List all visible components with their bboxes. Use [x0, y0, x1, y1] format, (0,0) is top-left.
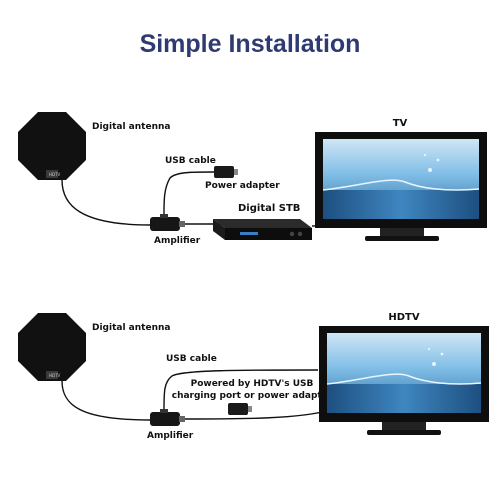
set-top-box-icon	[213, 219, 312, 240]
power-adapter-icon	[228, 403, 252, 415]
panel-bottom: HDTV Digital antenna Amplifier USB cable…	[18, 312, 489, 441]
usb-cable-label: USB cable	[165, 156, 216, 166]
antenna-label: Digital antenna	[92, 122, 170, 132]
hdtv-label: HDTV	[388, 312, 419, 323]
page-title: Simple Installation	[140, 30, 361, 58]
coax-cable	[61, 380, 151, 421]
amp-to-tv-cable	[184, 409, 331, 420]
svg-text:HDTV: HDTV	[49, 373, 61, 378]
usb-cable	[163, 369, 319, 410]
antenna-icon: HDTV	[18, 112, 86, 180]
amplifier-icon	[150, 409, 185, 426]
hdtv-icon	[319, 326, 489, 435]
powered-by-line2: charging port or power adapter	[172, 391, 333, 401]
powered-by-line1: Powered by HDTV's USB	[191, 379, 314, 389]
amplifier-label: Amplifier	[147, 431, 194, 441]
amplifier-icon	[150, 214, 185, 231]
power-adapter-icon	[214, 166, 238, 178]
antenna-icon: HDTV	[18, 313, 86, 381]
tv-label: TV	[393, 118, 408, 129]
power-adapter-label: Power adapter	[205, 181, 280, 191]
usb-cable-label: USB cable	[166, 354, 217, 364]
amplifier-label: Amplifier	[154, 236, 201, 246]
tv-icon	[315, 132, 487, 241]
stb-label: Digital STB	[238, 203, 300, 214]
panel-top: HDTV Digital antenna Amplifier USB cable…	[18, 112, 487, 246]
antenna-label: Digital antenna	[92, 323, 170, 333]
svg-text:HDTV: HDTV	[49, 172, 61, 177]
usb-cable	[163, 171, 215, 215]
coax-cable	[61, 179, 151, 226]
